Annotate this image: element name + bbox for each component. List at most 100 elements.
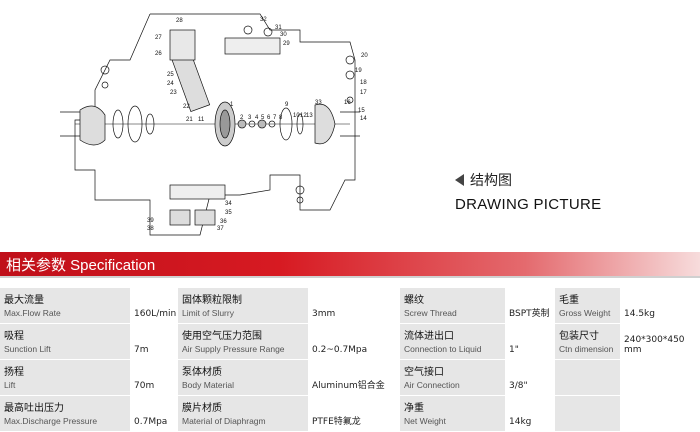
part-number: 35 — [225, 210, 232, 216]
part-number: 23 — [170, 90, 177, 96]
spec-label-cn: 固体颗粒限制 — [182, 295, 242, 306]
spec-label-en: Ctn dimension — [559, 344, 614, 354]
spec-value: PTFE特氟龙 — [312, 417, 361, 427]
spec-label-cn — [559, 396, 616, 399]
spec-label-cn: 最高吐出压力 — [4, 403, 64, 414]
exploded-drawing: 28 27 26 25 24 23 22 21 11 1 2 3 4 5 6 7… — [60, 13, 368, 236]
spec-label-cell: 吸程 Sunction Lift — [0, 323, 130, 360]
spec-value-cell: 1" — [505, 323, 555, 360]
part-number: 39 — [147, 218, 154, 224]
caption-en: DRAWING PICTURE — [455, 196, 602, 213]
spec-label-cn: 泵体材质 — [182, 367, 222, 378]
spec-row: 吸程 Sunction Lift 7m 使用空气压力范围 Air Supply Pres… — [0, 323, 700, 360]
spec-label-en: Material of Diaphragm — [182, 416, 266, 426]
spec-label-en: Limit of Slurry — [182, 308, 234, 318]
spec-label-cell: 膜片材质 Material of Diaphragm — [178, 395, 308, 432]
part-number: 25 — [167, 72, 174, 78]
part-number: 6 — [267, 115, 271, 121]
drawing-caption: 结构图 DRAWING PICTURE — [455, 170, 601, 213]
spec-title: 相关参数 Specification — [6, 256, 156, 274]
spec-label-cn: 吸程 — [4, 331, 24, 342]
spec-value-cell — [620, 395, 700, 432]
part-number: 12 — [300, 113, 307, 119]
spec-label-cn: 最大流量 — [4, 295, 44, 306]
spec-label-cn: 空气接口 — [404, 367, 444, 378]
spec-value-cell: 3/8" — [505, 359, 555, 396]
part-number: 5 — [261, 115, 265, 121]
part-number: 34 — [225, 201, 232, 207]
part-number: 9 — [285, 102, 289, 108]
spec-label-cell: 毛重 Gross Weight — [555, 288, 620, 324]
spec-value-cell: 0.7Mpa — [130, 395, 178, 432]
part-number: 30 — [280, 32, 287, 38]
spec-label-cn: 流体进出口 — [404, 331, 454, 342]
triangle-icon — [455, 174, 464, 186]
spec-label-cn: 螺纹 — [404, 295, 424, 306]
part-number: 10 — [293, 113, 300, 119]
part-number: 18 — [360, 80, 367, 86]
spec-value: 14.5kg — [624, 309, 655, 319]
part-number: 22 — [183, 104, 190, 110]
part-number: 7 — [273, 115, 277, 121]
part-number: 17 — [360, 90, 367, 96]
spec-value-cell: BSPT英制 — [505, 288, 555, 324]
spec-label-en: Air Supply Pressure Range — [182, 344, 285, 354]
part-number: 1 — [230, 102, 234, 108]
spec-label-cn: 包装尺寸 — [559, 331, 599, 342]
spec-label-cn: 膜片材质 — [182, 403, 222, 414]
spec-label-cn — [559, 360, 616, 363]
spec-label-en: Gross Weight — [559, 308, 611, 318]
spec-label-cn: 扬程 — [4, 367, 24, 378]
spec-label-cn: 净重 — [404, 403, 424, 414]
part-number: 11 — [198, 117, 205, 123]
spec-value: 0.7Mpa — [134, 417, 168, 427]
spec-value: 0.2~0.7Mpa — [312, 345, 368, 355]
part-number: 20 — [361, 53, 368, 59]
spec-value-cell — [620, 359, 700, 396]
spec-label-en: Body Material — [182, 380, 234, 390]
spec-value: 3/8" — [509, 381, 528, 391]
spec-label-en: Lift — [4, 380, 16, 390]
part-number: 36 — [220, 219, 227, 225]
part-number: 31 — [275, 25, 282, 31]
part-number: 32 — [260, 17, 267, 23]
spec-label-en: Screw Thread — [404, 308, 457, 318]
part-number: 38 — [147, 226, 154, 232]
caption-cn-text: 结构图 — [470, 173, 512, 189]
part-number: 37 — [217, 226, 224, 232]
part-number: 3 — [248, 115, 252, 121]
spec-label-cn: 毛重 — [559, 295, 579, 306]
spec-label-cell: 螺纹 Screw Thread — [400, 288, 505, 324]
spec-value: 1" — [509, 345, 519, 355]
spec-value-cell: 7m — [130, 323, 178, 360]
part-number: 8 — [279, 115, 283, 121]
spec-divider — [0, 276, 700, 278]
spec-label-cell: 包装尺寸 Ctn dimension — [555, 323, 620, 360]
spec-value-cell: 160L/min — [130, 288, 178, 324]
part-number: 14 — [360, 116, 367, 122]
spec-value-cell: 240*300*450 mm — [620, 323, 700, 360]
part-number: 13 — [306, 113, 313, 119]
part-number: 27 — [155, 35, 162, 41]
spec-value: Aluminum铝合金 — [312, 381, 385, 391]
spec-label-cell — [555, 395, 620, 432]
spec-value-cell: 3mm — [308, 288, 400, 324]
part-number: 33 — [315, 100, 322, 106]
spec-value-cell: 70m — [130, 359, 178, 396]
spec-value-cell: Aluminum铝合金 — [308, 359, 400, 396]
spec-value-cell: 14.5kg — [620, 288, 700, 324]
spec-label-cn: 使用空气压力范围 — [182, 331, 262, 342]
spec-value-cell: PTFE特氟龙 — [308, 395, 400, 432]
spec-header: 相关参数 Specification — [0, 252, 700, 276]
spec-label-en: Sunction Lift — [4, 344, 51, 354]
spec-value: 160L/min — [134, 309, 177, 319]
part-number: 24 — [167, 81, 174, 87]
